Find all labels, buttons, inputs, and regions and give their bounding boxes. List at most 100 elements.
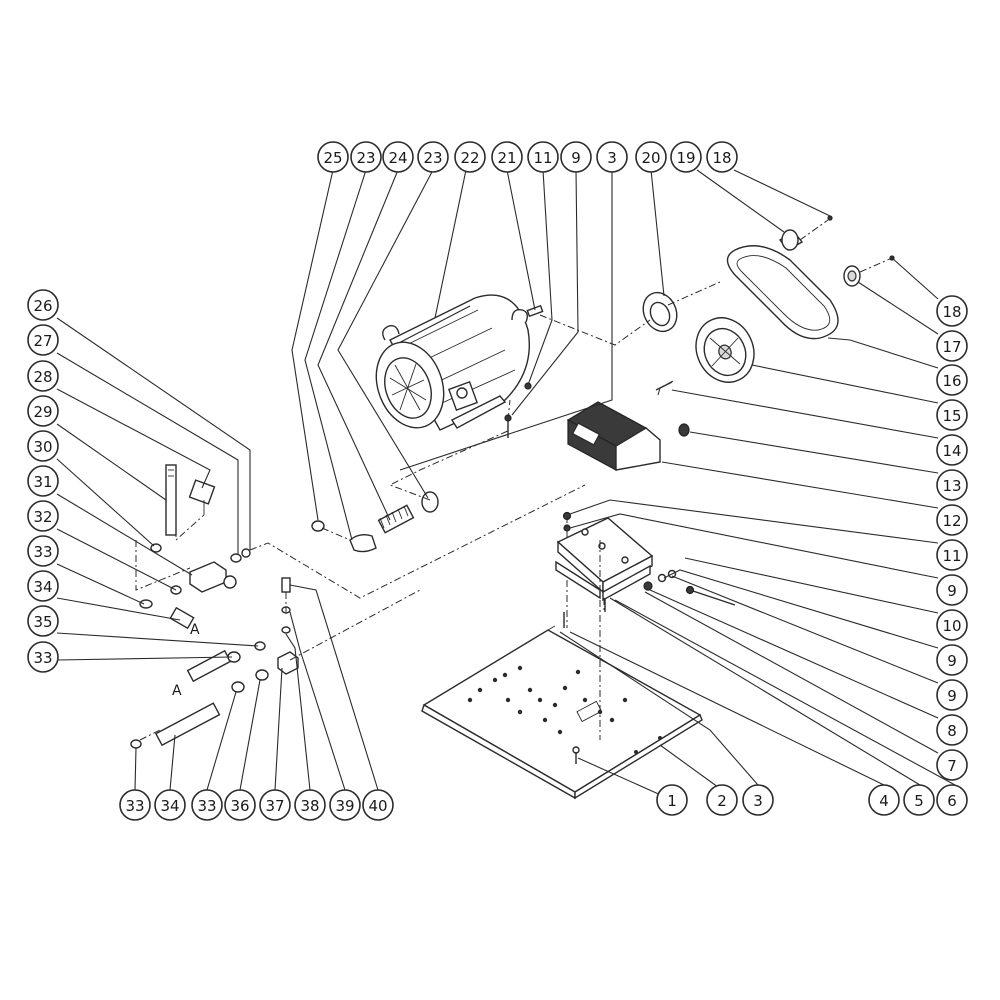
pump-mounting-bracket xyxy=(555,517,654,602)
callout-bubble: 22 xyxy=(454,141,486,173)
callout-circle xyxy=(27,289,59,321)
callout-circle xyxy=(417,141,449,173)
callout-label: 31 xyxy=(33,473,52,491)
callout-bubble: 33 xyxy=(191,789,223,821)
callout-circle xyxy=(362,789,394,821)
callout-circle xyxy=(294,789,326,821)
callout-circle xyxy=(936,364,968,396)
callout-label: 12 xyxy=(942,512,961,530)
callout-bubble: 10 xyxy=(936,609,968,641)
callout-label: 18 xyxy=(942,303,961,321)
callout-bubble: 30 xyxy=(27,430,59,462)
callout-bubble: 18 xyxy=(936,295,968,327)
callout-bubble: 29 xyxy=(27,395,59,427)
callout-circle xyxy=(329,789,361,821)
callout-bubble: 14 xyxy=(936,434,968,466)
callout-label: 14 xyxy=(942,442,961,460)
callout-bubble: 40 xyxy=(362,789,394,821)
callout-circle xyxy=(27,430,59,462)
callout-bubble: 25 xyxy=(317,141,349,173)
callout-label: 34 xyxy=(33,578,52,596)
callout-label: 11 xyxy=(942,547,961,565)
callout-circle xyxy=(317,141,349,173)
callout-bubble: 15 xyxy=(936,399,968,431)
callout-circle xyxy=(491,141,523,173)
callout-circle xyxy=(706,784,738,816)
high-pressure-pump xyxy=(566,401,690,472)
callout-label: 23 xyxy=(423,149,442,167)
callout-circle xyxy=(936,644,968,676)
callout-bubble: 17 xyxy=(936,330,968,362)
callout-bubble: 16 xyxy=(936,364,968,396)
callout-label: 9 xyxy=(947,652,957,670)
callout-bubble: 23 xyxy=(350,141,382,173)
callout-circle xyxy=(191,789,223,821)
callout-label: 3 xyxy=(753,792,763,810)
callout-bubble: 23 xyxy=(417,141,449,173)
callout-bubble: 27 xyxy=(27,324,59,356)
callout-label: 35 xyxy=(33,613,52,631)
callout-circle xyxy=(527,141,559,173)
callout-circle xyxy=(382,141,414,173)
callout-label: 1 xyxy=(667,792,677,810)
callout-bubble: 13 xyxy=(936,469,968,501)
callout-label: 13 xyxy=(942,477,961,495)
section-marker-a: A xyxy=(172,683,182,699)
callout-bubble: 9 xyxy=(936,679,968,711)
outlet-hose-fittings xyxy=(130,577,299,749)
fastener-hardware xyxy=(504,215,895,764)
callout-circle xyxy=(27,465,59,497)
inlet-hose-assembly xyxy=(311,491,439,553)
callout-label: 33 xyxy=(125,797,144,815)
callout-bubble: 9 xyxy=(936,644,968,676)
callout-circle xyxy=(936,749,968,781)
electric-motor xyxy=(375,294,544,431)
callout-circle xyxy=(936,399,968,431)
callout-label: 20 xyxy=(641,149,660,167)
callout-label: 9 xyxy=(571,149,581,167)
callout-bubble: 33 xyxy=(27,641,59,673)
callout-label: 9 xyxy=(947,687,957,705)
callout-circle xyxy=(936,609,968,641)
callout-label: 22 xyxy=(460,149,479,167)
callout-label: 38 xyxy=(300,797,319,815)
callout-circle xyxy=(27,641,59,673)
callout-bubble: 37 xyxy=(259,789,291,821)
callout-bubble: 38 xyxy=(294,789,326,821)
callout-label: 18 xyxy=(712,149,731,167)
callout-bubble: 28 xyxy=(27,360,59,392)
section-markers: A A xyxy=(172,622,200,699)
callout-circle xyxy=(936,574,968,606)
callout-bubble: 1 xyxy=(656,784,688,816)
callout-label: 25 xyxy=(323,149,342,167)
callout-circle xyxy=(670,141,702,173)
callout-label: 23 xyxy=(356,149,375,167)
callout-circle xyxy=(656,784,688,816)
belt-and-pulleys xyxy=(642,229,861,383)
callout-circle xyxy=(259,789,291,821)
callout-label: 39 xyxy=(335,797,354,815)
callout-bubble: 9 xyxy=(936,574,968,606)
callout-label: 5 xyxy=(914,792,924,810)
callout-circle xyxy=(936,434,968,466)
leader-lines xyxy=(56,169,956,801)
callout-bubble: 8 xyxy=(936,714,968,746)
callout-bubble: 21 xyxy=(491,141,523,173)
callout-label: 36 xyxy=(230,797,249,815)
callout-circle xyxy=(936,330,968,362)
callout-circle xyxy=(868,784,900,816)
callout-bubble: 12 xyxy=(936,504,968,536)
callout-label: 2 xyxy=(717,792,727,810)
callout-bubble: 2 xyxy=(706,784,738,816)
callout-circle xyxy=(27,360,59,392)
callout-bubble: 3 xyxy=(742,784,774,816)
callout-circle xyxy=(706,141,738,173)
callout-circle xyxy=(27,570,59,602)
callout-circle xyxy=(936,784,968,816)
callout-circle xyxy=(224,789,256,821)
callout-label: 33 xyxy=(33,649,52,667)
callout-circle xyxy=(27,500,59,532)
callout-label: 10 xyxy=(942,617,961,635)
